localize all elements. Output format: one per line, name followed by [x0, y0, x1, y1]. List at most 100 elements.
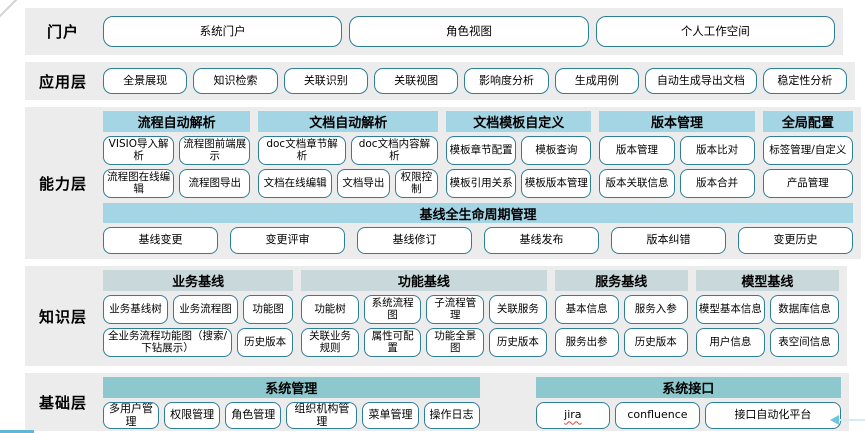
diagram-node: 流程图前端展示 — [179, 136, 251, 165]
button-row: 用户信息表空间信息 — [695, 328, 840, 357]
left-arrow-head — [830, 415, 839, 425]
button-row: 业务基线树业务流程图功能图 — [103, 295, 294, 324]
group-header: 服务基线 — [554, 270, 688, 291]
button-row: 模型基本信息数据库信息 — [695, 295, 840, 324]
diagram-node: 服务入参 — [623, 295, 688, 324]
group: 功能基线功能树系统流程图子流程管理关联服务关联业务规则属性可配置功能全景图历史版… — [301, 270, 547, 357]
diagram-node: 业务基线树 — [103, 295, 168, 324]
diagram-node: 子流程管理 — [426, 295, 485, 324]
diagram-node: 全业务流程功能图（搜索/下钻展示） — [103, 328, 233, 357]
diagram-node: 稳定性分析 — [762, 68, 848, 94]
diagram-node: 基线发布 — [484, 227, 599, 254]
groups: 业务基线业务基线树业务流程图功能图全业务流程功能图（搜索/下钻展示）历史版本功能… — [103, 270, 840, 357]
diagram-node: 模板章节配置 — [446, 136, 517, 165]
diagram-node: 知识检索 — [193, 68, 278, 94]
layer-foundation: 基础层系统管理多用户管理权限管理角色管理组织机构管理菜单管理操作日志 系统接口 ji… — [25, 373, 849, 431]
diagram-node: 模板引用关系 — [446, 169, 517, 198]
button-row: 模板引用关系模板版本管理 — [446, 169, 592, 198]
button-row: 流程图在线编辑流程图导出 — [103, 169, 251, 198]
group-header: 文档模板自定义 — [446, 111, 592, 132]
diagram-node: 服务出参 — [554, 328, 619, 357]
diagram-node: 影响度分析 — [464, 68, 549, 94]
diagram-node: doc文档内容解析 — [350, 136, 439, 165]
layer-label: 知识层 — [38, 307, 87, 326]
diagram-node: 功能树 — [301, 295, 359, 324]
bottom-edge-line — [0, 430, 34, 433]
diagram-node: VISIO导入解析 — [103, 136, 175, 165]
diagram-node: 接口自动化平台 — [704, 402, 841, 429]
group-header: 文档自动解析 — [258, 111, 439, 132]
diagram-node: 系统流程图 — [363, 295, 422, 324]
diagram-node: 流程图在线编辑 — [103, 169, 175, 198]
diagram-node: 角色管理 — [225, 402, 282, 429]
diagram-node: 操作日志 — [423, 402, 480, 429]
group: 文档模板自定义模板章节配置模板查询模板引用关系模板版本管理 — [446, 111, 592, 198]
diagram-node: 产品管理 — [762, 169, 853, 198]
diagram-node: 历史版本 — [623, 328, 688, 357]
diagram-node: confluence — [615, 402, 700, 429]
diagram-node: 基本信息 — [554, 295, 619, 324]
diagram-node: 变更历史 — [738, 227, 853, 254]
button-row: 系统门户角色视图个人工作空间 — [103, 16, 835, 47]
diagram-node: 菜单管理 — [362, 402, 419, 429]
diagram-node: 历史版本 — [489, 328, 547, 357]
diagram-node: 模型基本信息 — [695, 295, 765, 324]
diagram-node: 变更评审 — [230, 227, 345, 254]
band-header: 基线全生命周期管理 — [103, 203, 853, 223]
diagram-node: 多用户管理 — [103, 402, 160, 429]
diagram-node: 历史版本 — [237, 328, 294, 357]
group-header: 全局配置 — [762, 111, 853, 132]
diagram-node: doc文档章节解析 — [258, 136, 346, 165]
button-row: 功能树系统流程图子流程管理关联服务 — [301, 295, 547, 324]
group: 业务基线业务基线树业务流程图功能图全业务流程功能图（搜索/下钻展示）历史版本 — [103, 270, 294, 357]
group-header: 系统接口 — [535, 377, 841, 398]
layer-label: 能力层 — [38, 174, 87, 193]
left-arrow-line — [839, 419, 865, 421]
diagram-node: 文档在线编辑 — [258, 169, 333, 198]
layer-label: 基础层 — [38, 393, 87, 412]
diagram-node: 权限管理 — [164, 402, 221, 429]
layer-content: 全景展现知识检索关联识别关联视图影响度分析生成用例自动生成导出文档稳定性分析 — [101, 62, 855, 100]
group: 模型基线模型基本信息数据库信息用户信息表空间信息 — [695, 270, 840, 357]
diagram-node: 版本合并 — [679, 169, 755, 198]
diagram-node: 组织机构管理 — [286, 402, 358, 429]
diagram-node: 标签管理/自定义 — [762, 136, 853, 165]
layer-label: 门户 — [46, 23, 79, 41]
group: 全局配置标签管理/自定义产品管理 — [762, 111, 853, 198]
diagram-node: 个人工作空间 — [595, 16, 835, 47]
diagram-node: 基线变更 — [103, 227, 218, 254]
diagram-node: 生成用例 — [554, 68, 639, 94]
diagram-node: 关联业务规则 — [301, 328, 359, 357]
group-header: 系统管理 — [103, 377, 480, 398]
button-row: 标签管理/自定义 — [762, 136, 853, 165]
group-header: 业务基线 — [103, 270, 294, 291]
diagram-node: 模板查询 — [521, 136, 592, 165]
layer-knowledge: 知识层业务基线业务基线树业务流程图功能图全业务流程功能图（搜索/下钻展示）历史版… — [25, 266, 847, 366]
layer-application: 应用层全景展现知识检索关联识别关联视图影响度分析生成用例自动生成导出文档稳定性分… — [25, 62, 855, 100]
diagram-node: 版本管理 — [599, 136, 675, 165]
diagram-node: 表空间信息 — [769, 328, 840, 357]
button-row: 产品管理 — [762, 169, 853, 198]
diagram-node: 业务流程图 — [173, 295, 238, 324]
button-row: 版本关联信息版本合并 — [599, 169, 755, 198]
diagram-node: 基线修订 — [357, 227, 472, 254]
layer-content: 业务基线业务基线树业务流程图功能图全业务流程功能图（搜索/下钻展示）历史版本功能… — [101, 266, 847, 366]
diagram-node: 关联服务 — [489, 295, 547, 324]
diagram-node: 角色视图 — [349, 16, 589, 47]
button-row: 关联业务规则属性可配置功能全景图历史版本 — [301, 328, 547, 357]
layer-portal: 门户 系统门户角色视图个人工作空间 — [25, 8, 843, 55]
diagram-node: 系统门户 — [103, 16, 343, 47]
diagram-node: 流程图导出 — [179, 169, 251, 198]
diagram-node: 版本关联信息 — [599, 169, 675, 198]
diagram-node: 文档导出 — [337, 169, 390, 198]
group-header: 功能基线 — [301, 270, 547, 291]
